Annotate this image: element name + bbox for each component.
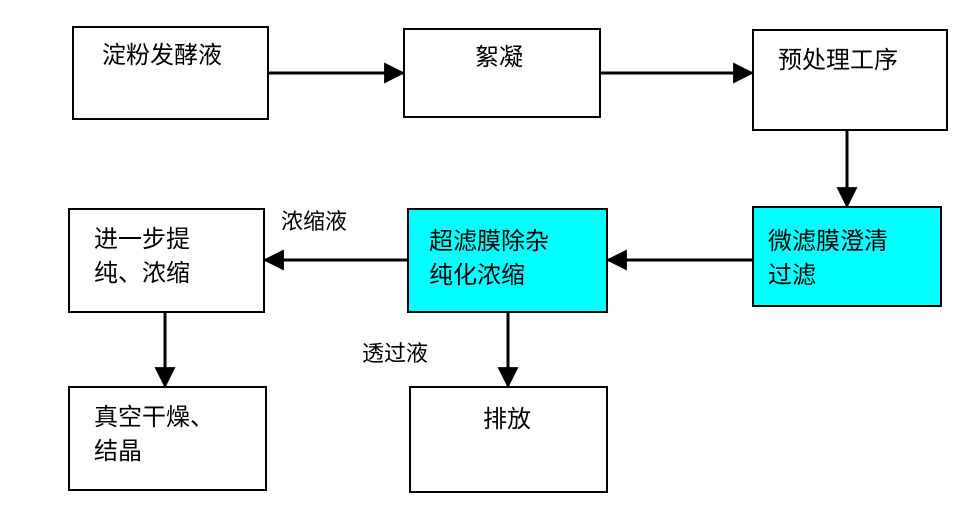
node-further-purification-label: 进一步提 纯、浓缩: [94, 225, 190, 287]
node-flocculation-label: 絮凝: [475, 43, 523, 71]
node-flocculation: 絮凝: [403, 28, 601, 118]
node-vacuum-drying-label: 真空干燥、 结晶: [94, 403, 214, 465]
node-ultrafiltration: 超滤膜除杂 纯化浓缩: [407, 208, 608, 313]
node-discharge-label: 排放: [483, 405, 531, 433]
edge-label-permeate: 透过液: [362, 342, 429, 367]
node-starch-fermentation: 淀粉发酵液: [72, 26, 269, 120]
node-microfiltration-label: 微滤膜澄清 过滤: [768, 227, 888, 289]
node-pretreatment: 预处理工序: [752, 29, 948, 131]
node-ultrafiltration-label: 超滤膜除杂 纯化浓缩: [429, 227, 549, 289]
node-vacuum-drying: 真空干燥、 结晶: [68, 386, 267, 491]
node-further-purification: 进一步提 纯、浓缩: [68, 208, 265, 313]
edge-label-concentrate: 浓缩液: [281, 210, 348, 235]
node-pretreatment-label: 预处理工序: [778, 46, 898, 74]
node-discharge: 排放: [409, 386, 608, 493]
node-starch-fermentation-label: 淀粉发酵液: [102, 41, 222, 69]
node-microfiltration: 微滤膜澄清 过滤: [752, 206, 942, 307]
